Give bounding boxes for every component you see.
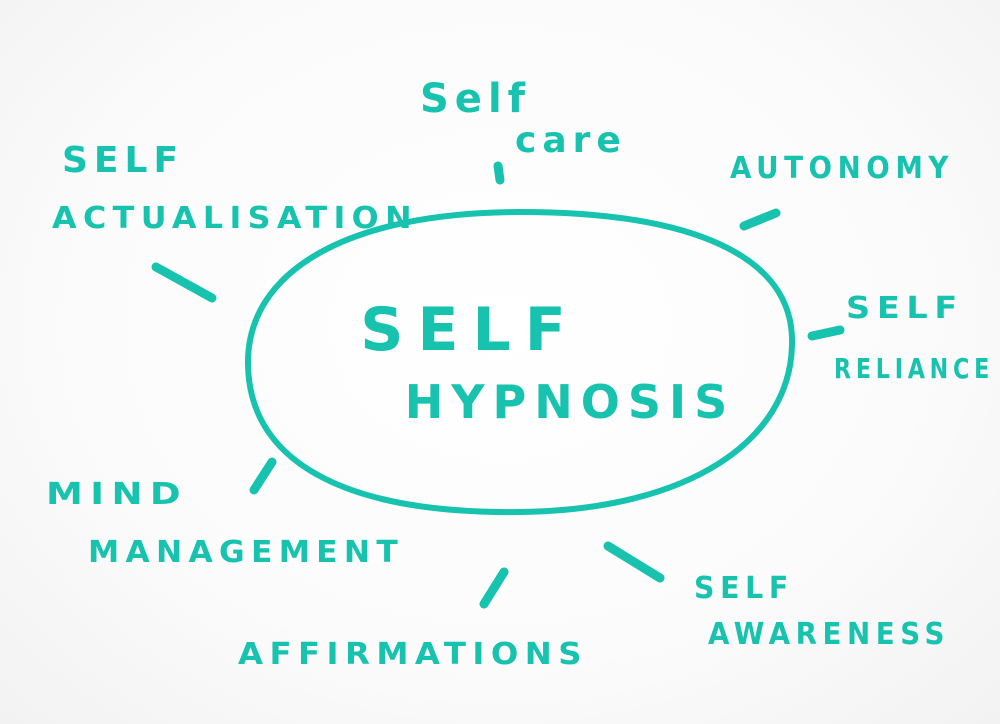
branch-self-awareness-line2: AWARENESS	[708, 617, 950, 652]
branch-self-reliance-line2: RELIANCE	[834, 352, 994, 385]
branch-self-actualisation-line1: SELF	[62, 140, 184, 181]
connector-self-reliance	[807, 325, 845, 341]
branch-self-care-line1: Self	[420, 76, 531, 122]
connector-self-awareness	[603, 541, 665, 583]
connector-self-care	[493, 161, 505, 185]
connector-autonomy	[739, 208, 781, 231]
branch-mind-management-line1: MIND	[46, 477, 188, 512]
branch-self-reliance-line1: SELF	[846, 291, 964, 326]
connector-self-actualisation	[151, 262, 217, 303]
branch-self-actualisation-line2: ACTUALISATION	[52, 201, 418, 236]
connector-mind-management	[249, 457, 277, 495]
center-label-line2: HYPNOSIS	[405, 375, 736, 429]
branch-self-awareness-line1: SELF	[694, 571, 794, 606]
connector-affirmations	[479, 567, 509, 609]
branch-mind-management-line2: MANAGEMENT	[88, 535, 404, 570]
branch-self-care-line2: care	[515, 120, 627, 161]
branch-affirmations: AFFIRMATIONS	[238, 637, 588, 672]
center-label-line1: SELF	[360, 295, 579, 365]
branch-autonomy: AUTONOMY	[730, 151, 954, 186]
center-ellipse	[244, 208, 796, 516]
